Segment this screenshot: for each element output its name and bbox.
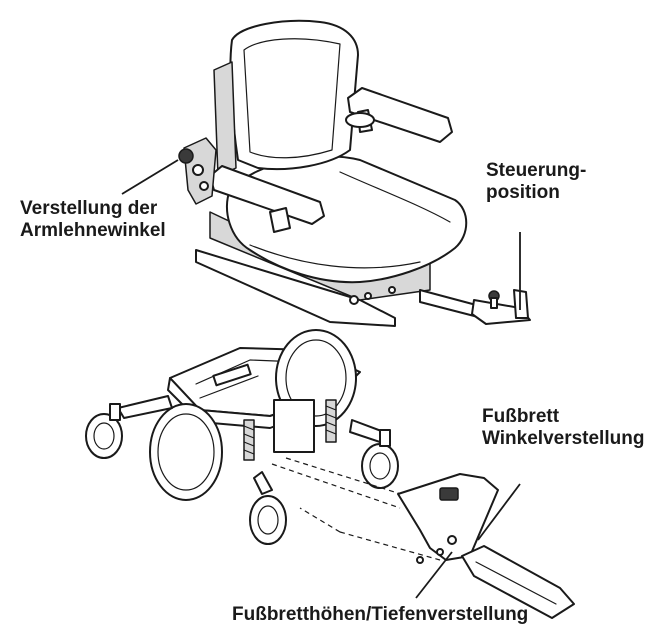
power-base — [85, 329, 441, 561]
armrest-angle-adjuster — [178, 137, 217, 205]
label-footboard-angle: Fußbrett Winkelverstellung — [482, 406, 644, 450]
leader-footboard-angle — [477, 483, 521, 541]
footplate — [461, 545, 575, 619]
caster-wheel-front-left — [85, 403, 123, 459]
armrest-left — [209, 165, 325, 225]
footboard-assembly — [397, 473, 575, 619]
alignment-guide — [271, 457, 441, 561]
controller-mount — [419, 289, 531, 325]
leader-armrest — [121, 159, 179, 195]
label-controller-position-line2: position — [486, 182, 560, 203]
label-armrest-angle-line2: Armlehnewinkel — [20, 220, 166, 241]
caster-wheel-front-right — [361, 429, 399, 489]
leader-footboard-height — [415, 551, 453, 599]
suspension — [243, 399, 337, 461]
label-armrest-angle: Verstellung der Armlehnewinkel — [20, 198, 166, 242]
armrest-right — [347, 87, 453, 143]
drive-wheel-left — [149, 403, 223, 501]
label-controller-position-line1: Steuerung- — [486, 160, 587, 181]
label-armrest-angle-line1: Verstellung der — [20, 198, 158, 219]
label-footboard-angle-line2: Winkelverstellung — [482, 428, 645, 449]
label-footboard-angle-line1: Fußbrett — [482, 406, 560, 427]
label-controller-position: Steuerung- position — [486, 160, 586, 204]
label-footboard-height-depth: Fußbretthöhen/Tiefenverstellung — [232, 604, 529, 625]
caster-wheel-rear — [249, 495, 287, 545]
seat-assembly — [178, 19, 531, 327]
